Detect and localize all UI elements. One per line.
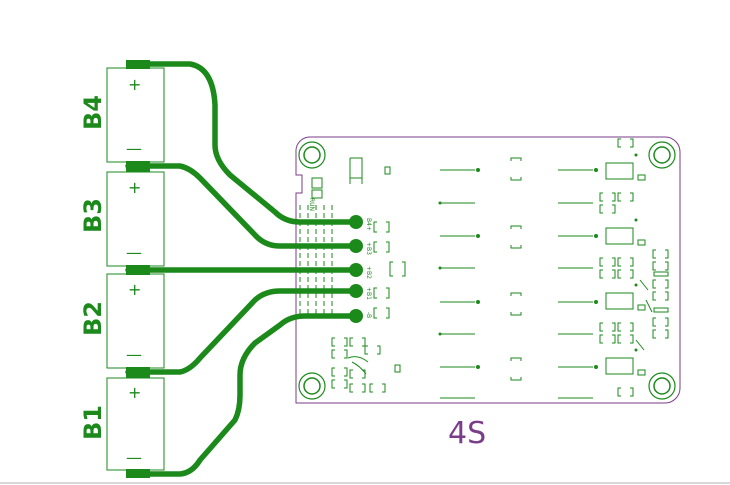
solder-pads	[349, 215, 363, 323]
battery-b3-minus: —	[126, 243, 142, 262]
lead-lines-left	[440, 169, 475, 399]
pad-b3-plus	[349, 239, 363, 253]
pad-label-b4-plus: B4+	[365, 218, 372, 231]
battery-b2: + — B2	[79, 266, 165, 376]
pad-label-b3-plus: +B3	[365, 242, 372, 255]
wire-b3-plus	[125, 163, 358, 249]
passives-right	[599, 138, 669, 397]
mounting-hole-bottom-right	[648, 372, 676, 400]
board-label: 4S	[448, 416, 486, 451]
lead-lines-right	[558, 169, 593, 399]
battery-b2-plus: +	[128, 280, 141, 299]
pad-label-b1-plus: +B1	[365, 287, 372, 300]
wires	[125, 61, 358, 477]
run-label: RUN	[308, 198, 315, 211]
pad-b-minus	[349, 309, 363, 323]
pad-b2-plus	[349, 263, 363, 277]
battery-b2-label: B2	[79, 301, 107, 336]
passives-lower-left	[331, 337, 401, 393]
battery-b1-label: B1	[79, 405, 107, 440]
component-silkscreen	[311, 138, 669, 399]
mounting-hole-top-left	[298, 141, 326, 169]
pad-b4-plus	[349, 215, 363, 229]
pcb-board	[295, 136, 681, 404]
battery-b1-minus: —	[126, 448, 142, 467]
battery-b4-plus: +	[128, 75, 141, 94]
battery-b4-minus: —	[126, 139, 142, 158]
battery-b2-minus: —	[126, 345, 142, 364]
battery-b3-plus: +	[128, 178, 141, 197]
battery-b4-label: B4	[79, 95, 107, 130]
battery-b3: + — B3	[79, 163, 165, 274]
pad-label-b-minus: -B	[365, 312, 372, 318]
wire-b4-plus	[142, 61, 358, 225]
mounting-holes	[298, 141, 676, 400]
mounting-hole-top-right	[648, 141, 676, 169]
pad-labels: B4+ +B3 +B2 +B1 -B	[365, 218, 372, 318]
battery-b1-plus: +	[128, 383, 141, 402]
battery-b1: + — B1	[79, 369, 165, 478]
battery-b4: + — B4	[79, 60, 165, 170]
mounting-hole-bottom-left	[298, 372, 326, 400]
wire-b1-plus	[125, 288, 358, 375]
via-dots	[438, 153, 638, 369]
ic-column-middle	[510, 157, 522, 381]
pad-label-b2-plus: +B2	[365, 266, 372, 279]
pad-b1-plus	[349, 284, 363, 298]
wire-b1-minus	[135, 313, 358, 477]
battery-b3-label: B3	[79, 198, 107, 233]
